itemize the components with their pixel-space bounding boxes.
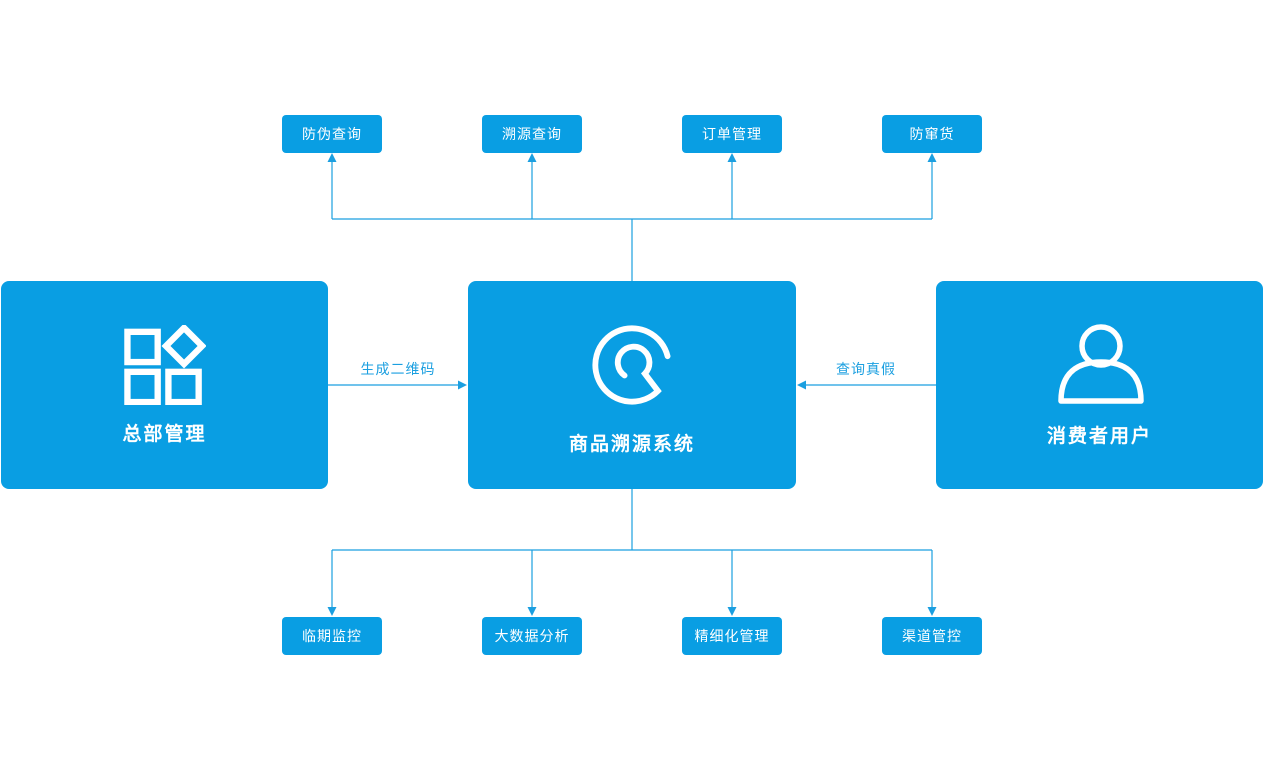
node-consumer[interactable]: 消费者用户 (936, 281, 1263, 489)
node-trace-system[interactable]: 商品溯源系统 (468, 281, 796, 489)
node-label: 精细化管理 (694, 628, 770, 644)
edge-check-auth (797, 380, 936, 390)
node-label: 大数据分析 (494, 628, 570, 644)
node-label: 订单管理 (702, 126, 762, 142)
user-icon (1057, 323, 1144, 404)
top-tree-connector (327, 153, 937, 281)
node-order-management[interactable]: 订单管理 (682, 115, 782, 153)
arrowhead-left-icon (797, 380, 806, 390)
node-label: 溯源查询 (502, 126, 562, 142)
node-label: 总部管理 (122, 423, 207, 445)
edge-label-check-auth: 查询真假 (836, 361, 896, 377)
arrowhead-up-icon (727, 153, 737, 162)
arrowhead-up-icon (527, 153, 537, 162)
arrowhead-right-icon (458, 380, 467, 390)
edge-generate-qr (328, 380, 467, 390)
arrowhead-up-icon (927, 153, 937, 162)
node-channel-control[interactable]: 渠道管控 (882, 617, 982, 655)
node-bigdata-analysis[interactable]: 大数据分析 (482, 617, 582, 655)
node-label: 防伪查询 (302, 126, 362, 142)
arrowhead-down-icon (727, 607, 737, 616)
node-label: 防窜货 (909, 126, 955, 142)
arrowhead-down-icon (927, 607, 937, 616)
node-label: 消费者用户 (1046, 425, 1152, 447)
edge-label-generate-qr: 生成二维码 (360, 361, 436, 377)
trace-scan-icon (592, 324, 671, 405)
app-grid-icon (123, 324, 206, 405)
bottom-tree-connector (327, 489, 937, 616)
node-fine-management[interactable]: 精细化管理 (682, 617, 782, 655)
arrowhead-down-icon (527, 607, 537, 616)
node-trace-query[interactable]: 溯源查询 (482, 115, 582, 153)
arrowhead-down-icon (327, 607, 337, 616)
node-anti-channeling[interactable]: 防窜货 (882, 115, 982, 153)
node-label: 临期监控 (302, 628, 362, 644)
node-expiry-monitor[interactable]: 临期监控 (282, 617, 382, 655)
node-headquarters[interactable]: 总部管理 (1, 281, 328, 489)
node-anti-fake-query[interactable]: 防伪查询 (282, 115, 382, 153)
node-label: 商品溯源系统 (568, 433, 695, 455)
arrowhead-up-icon (327, 153, 337, 162)
node-label: 渠道管控 (902, 628, 962, 644)
